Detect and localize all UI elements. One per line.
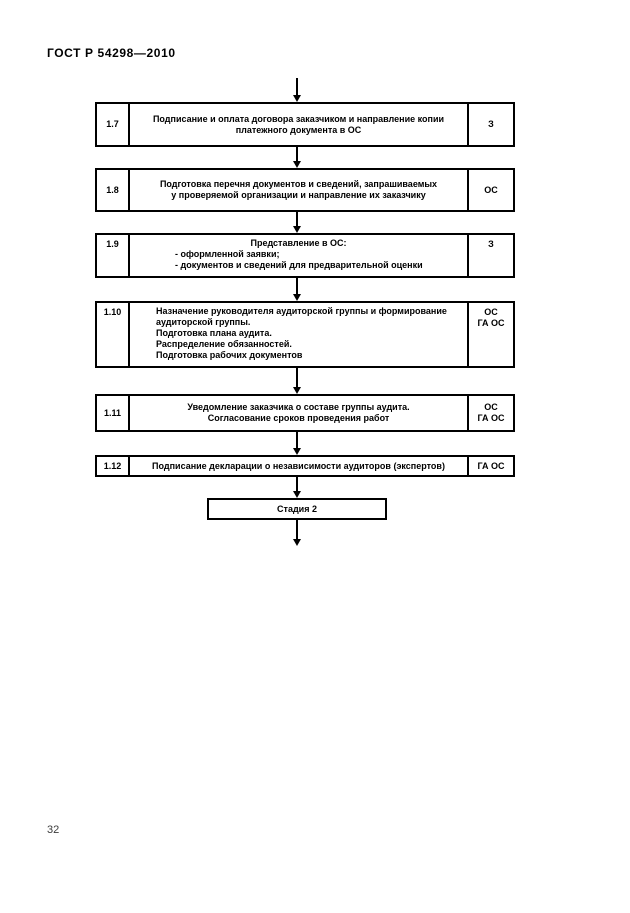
- flow-arrow: [292, 147, 302, 168]
- flow-step-1-7: 1.7 Подписание и оплата договора заказчи…: [95, 102, 515, 147]
- actor-label: З: [488, 239, 494, 249]
- actor-label: ГА ОС: [477, 460, 505, 471]
- stage-2-terminal: Стадия 2: [207, 498, 387, 520]
- actor-label: З: [488, 119, 494, 129]
- step-actor: З: [469, 235, 513, 276]
- step-description: Уведомление заказчика о составе группы а…: [130, 396, 469, 430]
- step-actor: ОС: [469, 170, 513, 210]
- step-description: Подписание декларации о независимости ау…: [130, 457, 469, 475]
- flow-arrow: [292, 78, 302, 102]
- step-number: 1.7: [97, 104, 130, 145]
- flow-step-1-12: 1.12 Подписание декларации о независимос…: [95, 455, 515, 477]
- flow-arrow: [292, 278, 302, 301]
- step-line: Подписание и оплата договора заказчиком …: [152, 113, 445, 124]
- step-actor: З: [469, 104, 513, 145]
- step-line: Подготовка перечня документов и сведений…: [159, 179, 438, 189]
- step-line: Назначение руководителя аудиторской груп…: [156, 306, 447, 316]
- step-number: 1.10: [97, 303, 130, 366]
- step-line: Подготовка плана аудита.: [156, 328, 272, 338]
- flow-step-1-8: 1.8 Подготовка перечня документов и свед…: [95, 168, 515, 212]
- page-number: 32: [47, 824, 60, 836]
- step-actor: ОС ГА ОС: [469, 303, 513, 366]
- step-description: Назначение руководителя аудиторской груп…: [130, 303, 469, 366]
- step-line: платежного документа в ОС: [235, 124, 362, 135]
- step-line: Согласование сроков проведения работ: [207, 413, 390, 423]
- step-description: Подписание и оплата договора заказчиком …: [130, 104, 469, 145]
- flow-arrow: [292, 212, 302, 233]
- actor-label: ГА ОС: [477, 318, 505, 328]
- actor-label: ГА ОС: [477, 413, 505, 423]
- step-number: 1.8: [97, 170, 130, 210]
- step-line: Уведомление заказчика о составе группы а…: [187, 402, 410, 412]
- flow-step-1-9: 1.9 Представление в ОС: - оформленной за…: [95, 233, 515, 278]
- document-header: ГОСТ Р 54298—2010: [47, 46, 176, 60]
- step-line: - документов и сведений для предваритель…: [175, 260, 423, 270]
- step-number: 1.11: [97, 396, 130, 430]
- step-line: аудиторской группы.: [156, 317, 251, 327]
- actor-label: ОС: [484, 307, 498, 317]
- flow-arrow: [292, 432, 302, 455]
- step-description: Представление в ОС: - оформленной заявки…: [130, 235, 469, 276]
- actor-label: ОС: [484, 184, 498, 195]
- step-line: Распределение обязанностей.: [156, 339, 292, 349]
- step-number: 1.9: [97, 235, 130, 276]
- flow-arrow: [292, 520, 302, 546]
- flow-arrow: [292, 368, 302, 394]
- step-actor: ГА ОС: [469, 457, 513, 475]
- step-number: 1.12: [97, 457, 130, 475]
- flow-step-1-11: 1.11 Уведомление заказчика о составе гру…: [95, 394, 515, 432]
- step-line: Подписание декларации о независимости ау…: [152, 460, 445, 471]
- step-actor: ОС ГА ОС: [469, 396, 513, 430]
- step-line: - оформленной заявки;: [175, 249, 280, 259]
- step-line: Подготовка рабочих документов: [156, 350, 303, 360]
- flow-arrow: [292, 477, 302, 498]
- step-description: Подготовка перечня документов и сведений…: [130, 170, 469, 210]
- actor-label: ОС: [484, 402, 498, 412]
- step-line: Представление в ОС:: [250, 238, 347, 248]
- step-line: у проверяемой организации и направление …: [171, 190, 426, 200]
- flow-step-1-10: 1.10 Назначение руководителя аудиторской…: [95, 301, 515, 368]
